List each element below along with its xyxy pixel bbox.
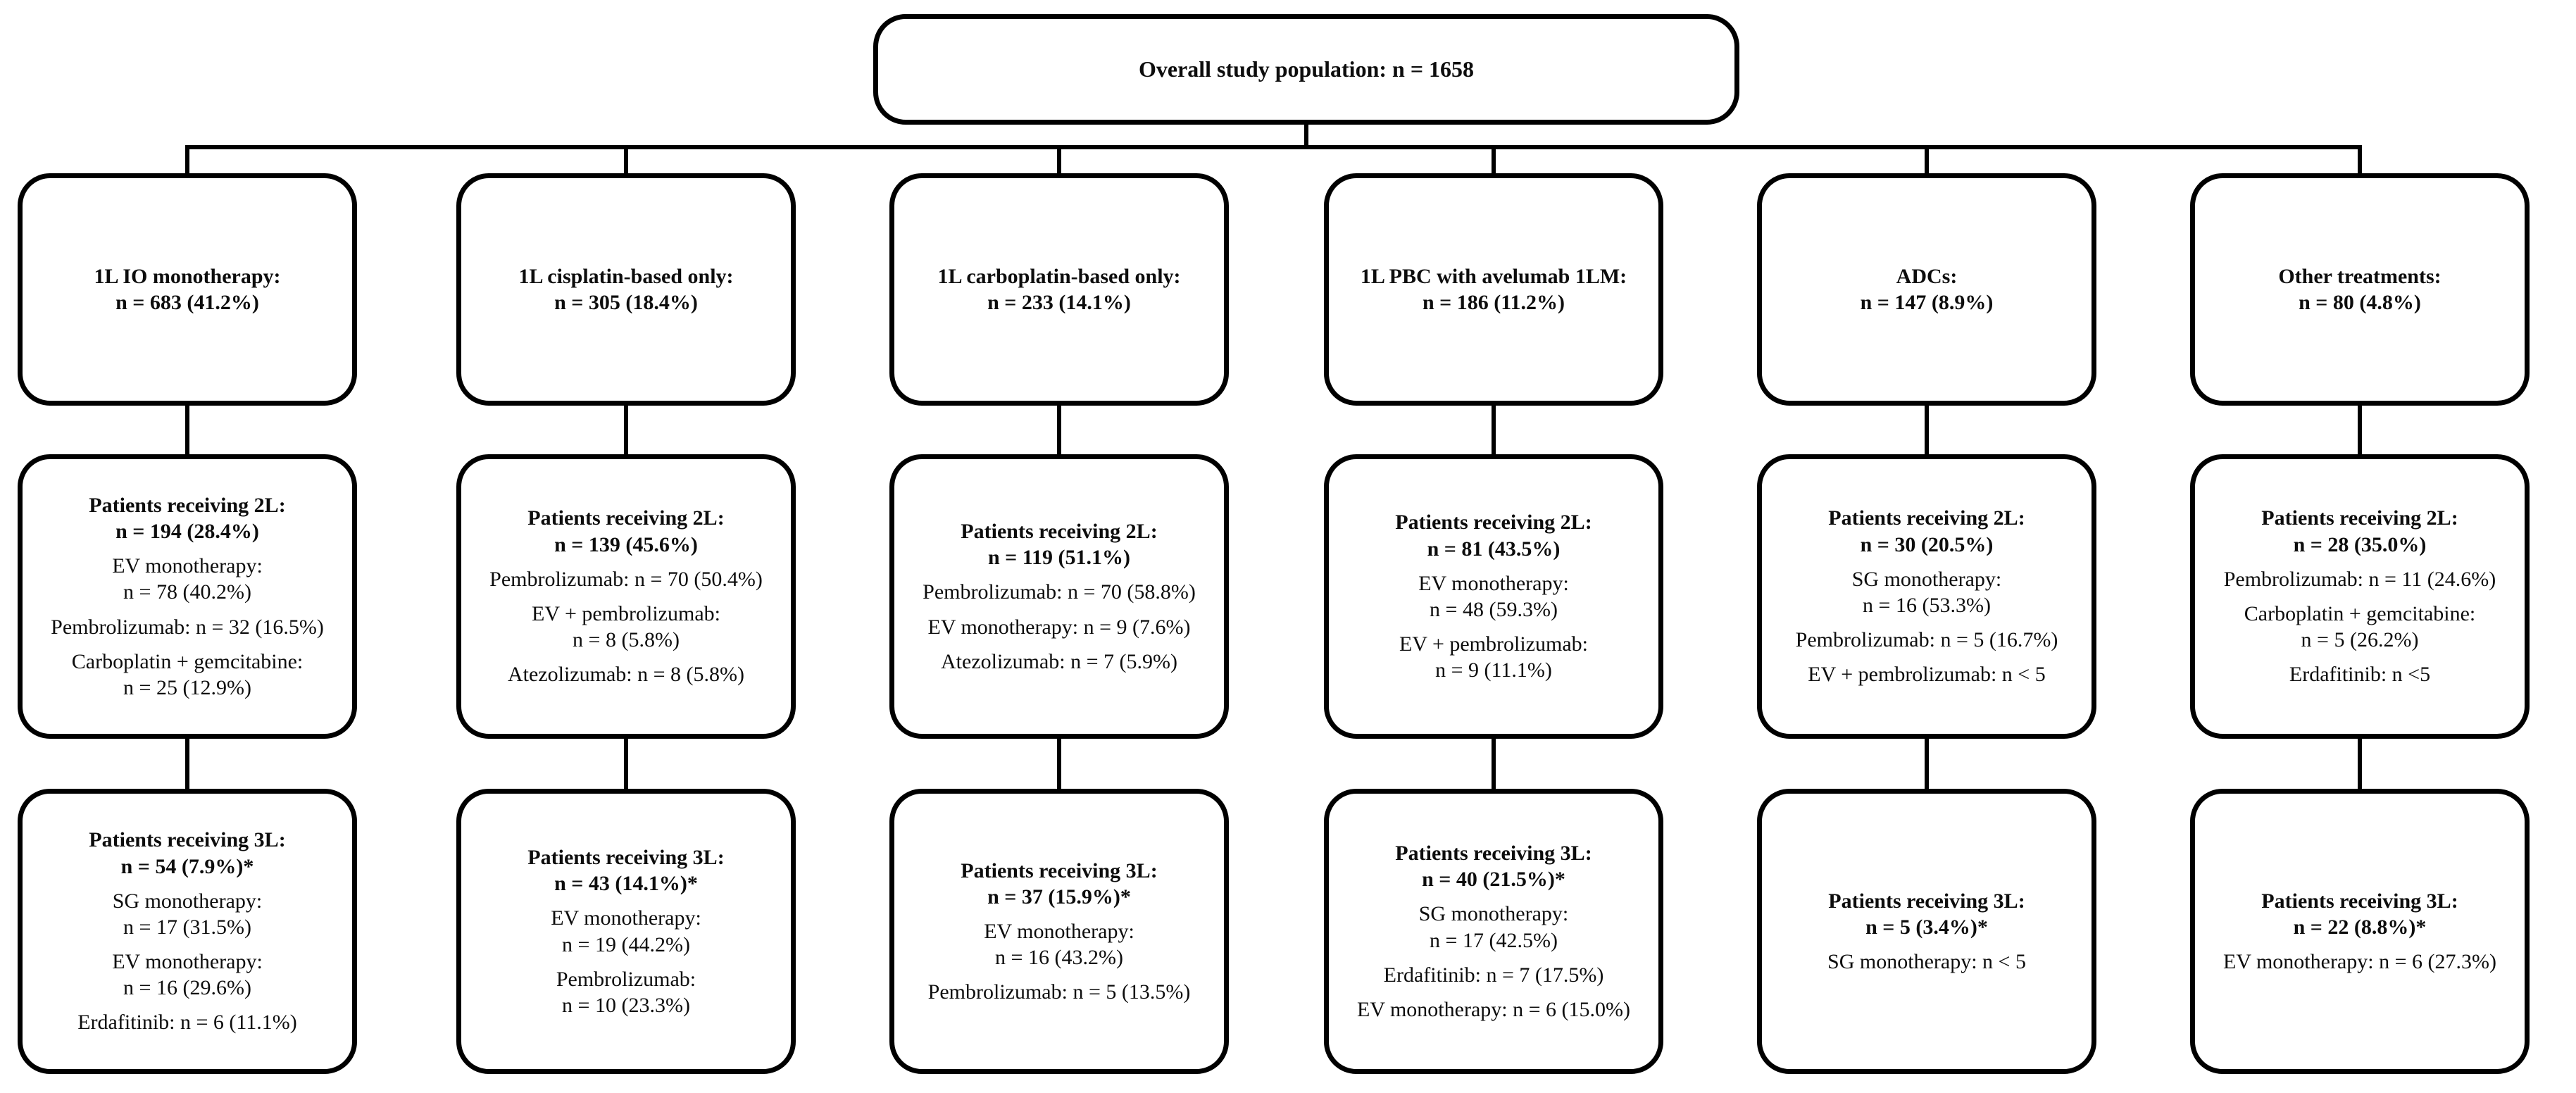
third-line-title: Patients receiving 3L: n = 43 (14.1%)* bbox=[527, 845, 725, 896]
connector-line bbox=[185, 145, 189, 176]
connector-line bbox=[185, 401, 189, 458]
first-line-box-adcs: ADCs: n = 147 (8.9%) bbox=[1757, 173, 2096, 406]
second-line-box-other: Patients receiving 2L: n = 28 (35.0%) Pe… bbox=[2190, 454, 2530, 739]
treatment-entry: EV + pembrolizumab: n < 5 bbox=[1808, 663, 2046, 687]
first-line-label: 1L PBC with avelumab 1LM: n = 186 (11.2%… bbox=[1360, 264, 1627, 314]
first-line-label: 1L cisplatin-based only: n = 305 (18.4%) bbox=[518, 264, 734, 314]
treatment-entry: EV monotherapy: n = 16 (29.6%) bbox=[112, 950, 263, 1000]
treatment-entry: Pembrolizumab: n = 32 (16.5%) bbox=[51, 615, 324, 639]
first-line-box-other: Other treatments: n = 80 (4.8%) bbox=[2190, 173, 2530, 406]
connector-line bbox=[2358, 401, 2362, 458]
second-line-title: Patients receiving 2L: n = 139 (45.6%) bbox=[527, 506, 725, 556]
connector-line bbox=[624, 145, 628, 176]
second-line-title: Patients receiving 2L: n = 81 (43.5%) bbox=[1395, 511, 1592, 561]
third-line-box-cisplatin: Patients receiving 3L: n = 43 (14.1%)* E… bbox=[456, 789, 796, 1074]
treatment-entry: SG monotherapy: n = 17 (31.5%) bbox=[112, 889, 263, 939]
connector-line bbox=[1925, 145, 1929, 176]
first-line-label: ADCs: n = 147 (8.9%) bbox=[1860, 264, 1994, 314]
connector-line bbox=[1057, 401, 1061, 458]
treatment-entry: Pembrolizumab: n = 5 (13.5%) bbox=[927, 980, 1191, 1004]
treatment-entry: EV monotherapy: n = 6 (27.3%) bbox=[2223, 950, 2496, 974]
second-line-box-adcs: Patients receiving 2L: n = 30 (20.5%) SG… bbox=[1757, 454, 2096, 739]
treatment-entry: EV + pembrolizumab: n = 8 (5.8%) bbox=[532, 602, 720, 652]
second-line-entries: EV monotherapy: n = 78 (40.2%) Pembrolizu… bbox=[30, 553, 345, 701]
second-line-entries: Pembrolizumab: n = 11 (24.6%) Carboplatin… bbox=[2202, 566, 2518, 688]
third-line-entries: SG monotherapy: n = 17 (31.5%) EV monothe… bbox=[30, 888, 345, 1036]
treatment-entry: EV monotherapy: n = 48 (59.3%) bbox=[1418, 571, 1569, 621]
second-line-entries: Pembrolizumab: n = 70 (58.8%) EV monother… bbox=[901, 579, 1217, 675]
third-line-box-io-monotherapy: Patients receiving 3L: n = 54 (7.9%)* SG… bbox=[18, 789, 357, 1074]
treatment-entry: EV monotherapy: n = 6 (15.0%) bbox=[1357, 997, 1630, 1021]
connector-line bbox=[624, 401, 628, 458]
connector-line bbox=[185, 145, 2362, 149]
treatment-entry: EV monotherapy: n = 19 (44.2%) bbox=[551, 906, 701, 956]
treatment-entry: EV monotherapy: n = 16 (43.2%) bbox=[984, 919, 1134, 970]
treatment-entry: Erdafitinib: n = 7 (17.5%) bbox=[1383, 963, 1604, 987]
third-line-entries: SG monotherapy: n < 5 bbox=[1769, 949, 2084, 975]
first-line-box-pbc-avelumab: 1L PBC with avelumab 1LM: n = 186 (11.2%… bbox=[1324, 173, 1663, 406]
connector-line bbox=[624, 735, 628, 792]
third-line-title: Patients receiving 3L: n = 22 (8.8%)* bbox=[2261, 889, 2458, 939]
connector-line bbox=[2358, 145, 2362, 176]
treatment-entry: SG monotherapy: n = 17 (42.5%) bbox=[1418, 902, 1569, 952]
overall-population-label: Overall study population: n = 1658 bbox=[1138, 56, 1475, 82]
connector-line bbox=[1925, 401, 1929, 458]
connector-line bbox=[1925, 735, 1929, 792]
treatment-entry: EV monotherapy: n = 9 (7.6%) bbox=[927, 615, 1191, 639]
second-line-box-carboplatin: Patients receiving 2L: n = 119 (51.1%) P… bbox=[889, 454, 1229, 739]
second-line-title: Patients receiving 2L: n = 119 (51.1%) bbox=[961, 520, 1158, 570]
treatment-entry: Pembrolizumab: n = 5 (16.7%) bbox=[1795, 628, 2058, 652]
connector-line bbox=[2358, 735, 2362, 792]
treatment-entry: Erdafitinib: n <5 bbox=[2289, 663, 2431, 687]
connector-line bbox=[1492, 401, 1496, 458]
second-line-entries: Pembrolizumab: n = 70 (50.4%) EV + pembro… bbox=[468, 566, 784, 688]
treatment-entry: SG monotherapy: n < 5 bbox=[1827, 950, 2026, 974]
third-line-box-other: Patients receiving 3L: n = 22 (8.8%)* EV… bbox=[2190, 789, 2530, 1074]
connector-line bbox=[1492, 735, 1496, 792]
second-line-title: Patients receiving 2L: n = 194 (28.4%) bbox=[89, 493, 286, 544]
second-line-entries: SG monotherapy: n = 16 (53.3%) Pembrolizu… bbox=[1769, 566, 2084, 688]
connector-line bbox=[1057, 735, 1061, 792]
second-line-box-cisplatin: Patients receiving 2L: n = 139 (45.6%) P… bbox=[456, 454, 796, 739]
overall-population-box: Overall study population: n = 1658 bbox=[873, 14, 1739, 125]
third-line-title: Patients receiving 3L: n = 40 (21.5%)* bbox=[1395, 841, 1592, 892]
treatment-entry: Pembrolizumab: n = 70 (50.4%) bbox=[489, 567, 763, 591]
treatment-entry: Atezolizumab: n = 8 (5.8%) bbox=[508, 663, 744, 687]
second-line-title: Patients receiving 2L: n = 30 (20.5%) bbox=[1828, 506, 2025, 556]
second-line-entries: EV monotherapy: n = 48 (59.3%) EV + pembr… bbox=[1336, 570, 1651, 684]
second-line-box-pbc-avelumab: Patients receiving 2L: n = 81 (43.5%) EV… bbox=[1324, 454, 1663, 739]
treatment-entry: Carboplatin + gemcitabine: n = 25 (12.9%… bbox=[71, 649, 304, 699]
third-line-title: Patients receiving 3L: n = 37 (15.9%)* bbox=[961, 858, 1158, 908]
connector-line bbox=[1304, 121, 1308, 149]
treatment-entry: Pembrolizumab: n = 10 (23.3%) bbox=[556, 967, 696, 1017]
treatment-entry: EV + pembrolizumab: n = 9 (11.1%) bbox=[1399, 632, 1588, 682]
treatment-entry: Carboplatin + gemcitabine: n = 5 (26.2%) bbox=[2244, 602, 2476, 652]
treatment-entry: Pembrolizumab: n = 11 (24.6%) bbox=[2223, 567, 2496, 591]
connector-line bbox=[1057, 145, 1061, 176]
third-line-title: Patients receiving 3L: n = 5 (3.4%)* bbox=[1828, 889, 2025, 939]
first-line-box-carboplatin: 1L carboplatin-based only: n = 233 (14.1… bbox=[889, 173, 1229, 406]
first-line-label: Other treatments: n = 80 (4.8%) bbox=[2278, 264, 2441, 314]
third-line-box-adcs: Patients receiving 3L: n = 5 (3.4%)* SG … bbox=[1757, 789, 2096, 1074]
treatment-entry: EV monotherapy: n = 78 (40.2%) bbox=[112, 554, 263, 604]
connector-line bbox=[1492, 145, 1496, 176]
third-line-box-pbc-avelumab: Patients receiving 3L: n = 40 (21.5%)* S… bbox=[1324, 789, 1663, 1074]
third-line-entries: EV monotherapy: n = 19 (44.2%) Pembrolizu… bbox=[468, 905, 784, 1018]
treatment-entry: Pembrolizumab: n = 70 (58.8%) bbox=[923, 580, 1196, 604]
treatment-entry: Erdafitinib: n = 6 (11.1%) bbox=[77, 1011, 297, 1035]
third-line-box-carboplatin: Patients receiving 3L: n = 37 (15.9%)* E… bbox=[889, 789, 1229, 1074]
first-line-label: 1L IO monotherapy: n = 683 (41.2%) bbox=[94, 264, 281, 314]
treatment-entry: Atezolizumab: n = 7 (5.9%) bbox=[941, 649, 1177, 673]
connector-line bbox=[185, 735, 189, 792]
first-line-label: 1L carboplatin-based only: n = 233 (14.1… bbox=[937, 264, 1181, 314]
third-line-title: Patients receiving 3L: n = 54 (7.9%)* bbox=[89, 828, 286, 878]
second-line-box-io-monotherapy: Patients receiving 2L: n = 194 (28.4%) E… bbox=[18, 454, 357, 739]
third-line-entries: EV monotherapy: n = 16 (43.2%) Pembrolizu… bbox=[901, 918, 1217, 1006]
treatment-entry: SG monotherapy: n = 16 (53.3%) bbox=[1851, 567, 2002, 617]
third-line-entries: EV monotherapy: n = 6 (27.3%) bbox=[2202, 949, 2518, 975]
first-line-box-io-monotherapy: 1L IO monotherapy: n = 683 (41.2%) bbox=[18, 173, 357, 406]
third-line-entries: SG monotherapy: n = 17 (42.5%) Erdafitini… bbox=[1336, 901, 1651, 1023]
first-line-box-cisplatin: 1L cisplatin-based only: n = 305 (18.4%) bbox=[456, 173, 796, 406]
second-line-title: Patients receiving 2L: n = 28 (35.0%) bbox=[2261, 506, 2458, 556]
